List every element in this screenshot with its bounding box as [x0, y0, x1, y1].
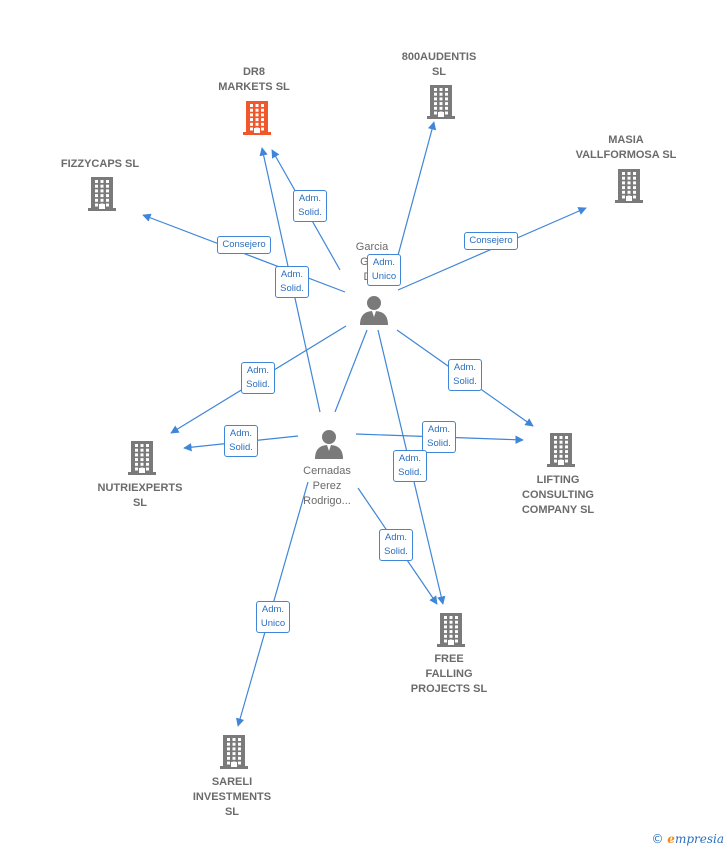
node-label-dr8[interactable]: DR8 MARKETS SL	[218, 66, 290, 93]
person-icon[interactable]	[359, 295, 389, 330]
person-icon[interactable]	[314, 429, 344, 464]
brand-initial: e	[667, 832, 675, 846]
edge-label-e5[interactable]: Consejero	[464, 232, 518, 250]
building-icon[interactable]	[425, 85, 457, 124]
empresia-logo: © empresia	[651, 832, 724, 846]
node-label-fizzycaps[interactable]: FIZZYCAPS SL	[60, 158, 140, 170]
edge-label-e11[interactable]: Adm. Solid.	[379, 529, 413, 561]
edges-layer	[142, 121, 587, 727]
node-label-cernadas[interactable]: Cernadas Perez Rodrigo...	[303, 465, 351, 507]
copyright-symbol: ©	[651, 832, 664, 846]
building-icon[interactable]	[545, 433, 577, 472]
edge-label-e12[interactable]: Adm. Unico	[255, 601, 291, 633]
building-icon[interactable]	[126, 441, 158, 480]
building-icon[interactable]	[613, 169, 645, 208]
node-label-sareli[interactable]: SARELI INVESTMENTS SL	[192, 776, 272, 818]
edge-label-e2[interactable]: Adm. Solid.	[275, 266, 309, 298]
node-label-nutriexperts[interactable]: NUTRIEXPERTS SL	[97, 482, 183, 509]
node-label-lifting[interactable]: LIFTING CONSULTING COMPANY SL	[521, 474, 595, 516]
edge-label-e4[interactable]: Consejero	[217, 236, 271, 254]
edge-label-e9[interactable]: Adm. Solid.	[422, 421, 456, 453]
building-icon[interactable]	[86, 177, 118, 216]
edge-label-e1[interactable]: Adm. Solid.	[293, 190, 327, 222]
edge-label-e8[interactable]: Adm. Solid.	[448, 359, 482, 391]
edge-label-e10[interactable]: Adm. Solid.	[393, 450, 427, 482]
building-icon[interactable]	[241, 101, 273, 140]
edge-label-e6[interactable]: Adm. Solid.	[241, 362, 275, 394]
edge-label-e7[interactable]: Adm. Solid.	[224, 425, 258, 457]
node-label-audentis[interactable]: 800AUDENTIS SL	[401, 51, 477, 78]
node-label-freefalling[interactable]: FREE FALLING PROJECTS SL	[410, 653, 488, 695]
building-icon[interactable]	[218, 735, 250, 774]
building-icon[interactable]	[435, 613, 467, 652]
edge-label-e3[interactable]: Adm. Unico	[366, 254, 402, 286]
brand-name: mpresia	[674, 832, 724, 846]
node-label-masia[interactable]: MASIA VALLFORMOSA SL	[575, 134, 677, 161]
edge-connector	[334, 329, 368, 413]
